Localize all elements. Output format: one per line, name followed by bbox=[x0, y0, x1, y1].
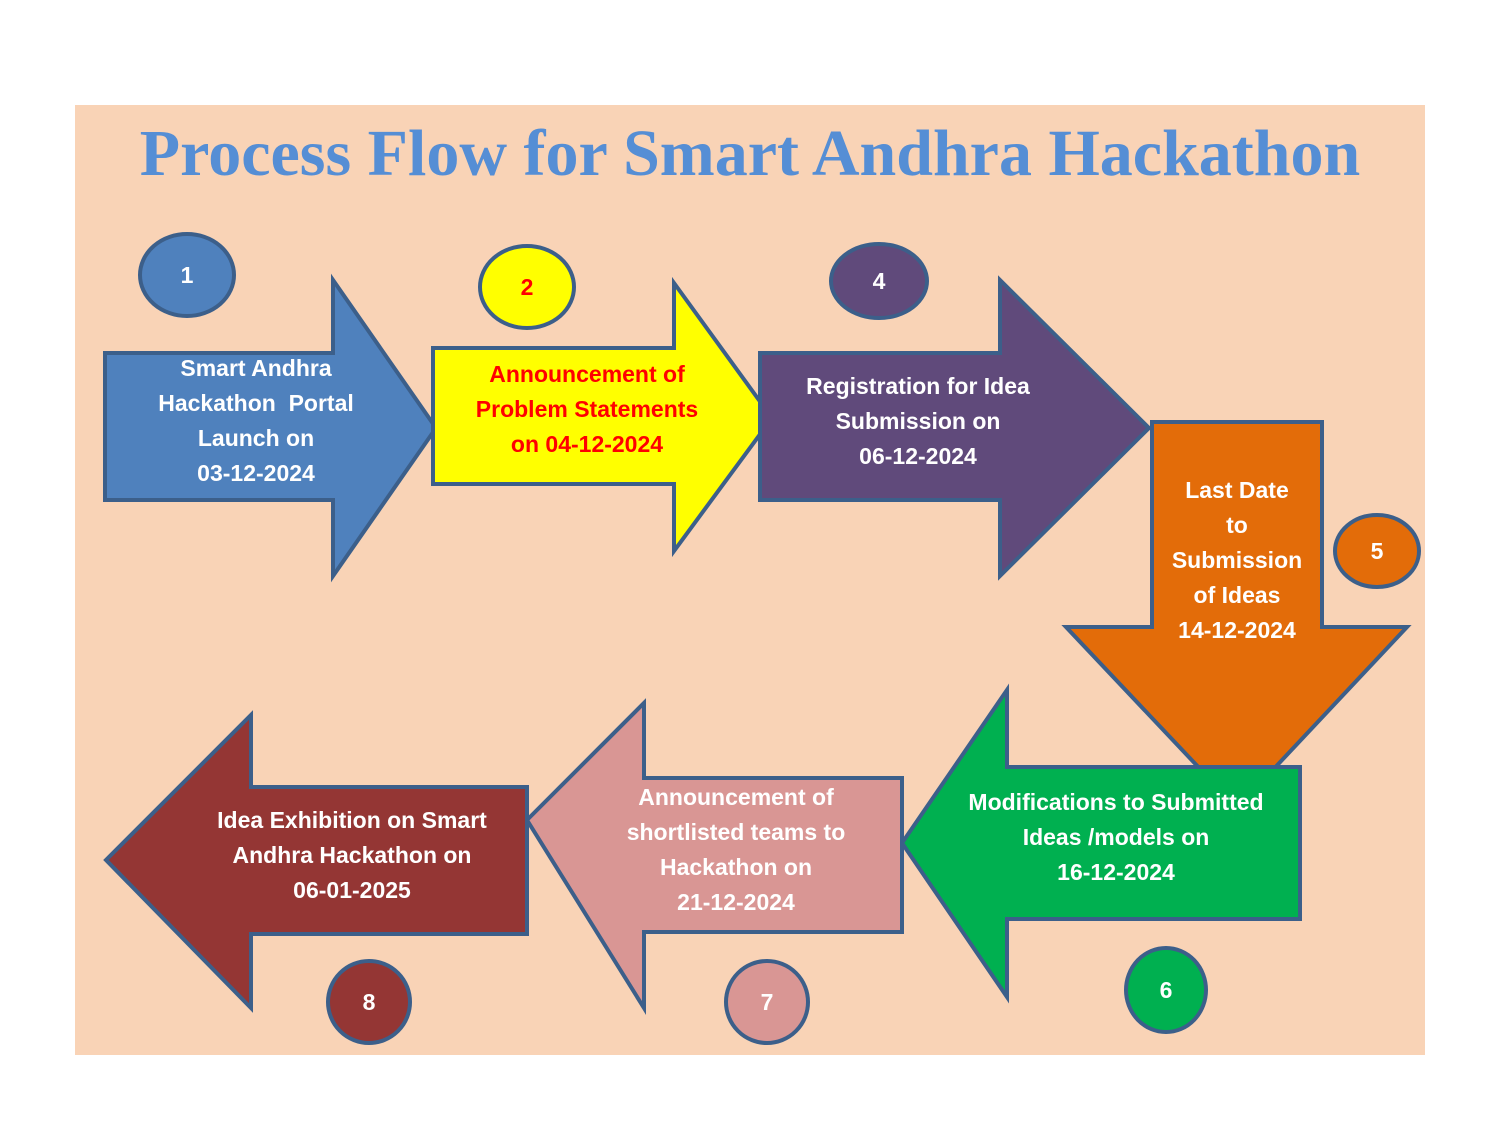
step-number-badge-5: 5 bbox=[1333, 513, 1421, 589]
step-label-line: Launch on bbox=[198, 425, 314, 451]
step-arrow-2: Announcement of Problem Statements on 04-1… bbox=[431, 276, 775, 558]
badge-circle bbox=[478, 244, 576, 330]
step-number-badge-2: 2 bbox=[478, 244, 576, 330]
badge-circle bbox=[829, 242, 929, 320]
step-number-badge-7: 7 bbox=[724, 959, 810, 1045]
badge-number: 4 bbox=[873, 268, 886, 294]
diagram-title: Process Flow for Smart Andhra Hackathon bbox=[140, 117, 1360, 190]
step-label-line: on 04-12-2024 bbox=[511, 431, 663, 457]
step-label-line: Hackathon on bbox=[660, 854, 812, 880]
step-arrow-7: Announcement of shortlisted teams to Hacka… bbox=[524, 698, 904, 1015]
left-arrow-shape bbox=[899, 683, 1302, 1004]
step-label-line: Andhra Hackathon on bbox=[233, 842, 472, 868]
step-label-line: Announcement of bbox=[489, 361, 685, 387]
step-label-line: Modifications to Submitted bbox=[968, 789, 1263, 815]
badge-circle bbox=[724, 959, 810, 1045]
badge-number: 6 bbox=[1160, 977, 1173, 1003]
step-label-line: Smart Andhra bbox=[180, 355, 331, 381]
badge-number: 5 bbox=[1371, 538, 1384, 564]
badge-circle bbox=[138, 232, 236, 318]
right-arrow-shape bbox=[758, 275, 1152, 581]
step-label-line: 06-12-2024 bbox=[859, 443, 977, 469]
step-label-line: Submission bbox=[1172, 547, 1302, 573]
badge-number: 2 bbox=[521, 274, 534, 300]
step-label: Announcement of Problem Statements on 04-1… bbox=[476, 361, 698, 457]
step-label-line: 21-12-2024 bbox=[677, 889, 795, 915]
right-arrow-shape bbox=[103, 273, 439, 583]
step-number-badge-1: 1 bbox=[138, 232, 236, 318]
badge-number: 8 bbox=[363, 989, 376, 1015]
step-label-line: of Ideas bbox=[1194, 582, 1281, 608]
badge-number: 1 bbox=[181, 262, 194, 288]
left-arrow-shape bbox=[524, 698, 904, 1015]
step-number-badge-4: 4 bbox=[829, 242, 929, 320]
step-label-line: shortlisted teams to bbox=[627, 819, 846, 845]
step-label-line: Hackathon Portal bbox=[158, 390, 354, 416]
step-label-line: 14-12-2024 bbox=[1178, 617, 1296, 643]
step-label-line: Ideas /models on bbox=[1023, 824, 1210, 850]
step-number-badge-8: 8 bbox=[326, 959, 412, 1045]
step-label-line: 06-01-2025 bbox=[293, 877, 411, 903]
step-label-line: Announcement of bbox=[638, 784, 834, 810]
down-arrow-shape bbox=[1061, 420, 1412, 811]
step-label-line: Problem Statements bbox=[476, 396, 698, 422]
right-arrow-shape bbox=[431, 276, 775, 558]
step-label-line: Submission on bbox=[836, 408, 1001, 434]
badge-layer: 1 2 4 5 6 7 8 bbox=[138, 232, 1421, 1045]
badge-circle bbox=[326, 959, 412, 1045]
step-number-badge-6: 6 bbox=[1124, 946, 1208, 1034]
step-label-line: to bbox=[1226, 512, 1248, 538]
step-label-line: Idea Exhibition on Smart bbox=[217, 807, 487, 833]
step-label-line: 16-12-2024 bbox=[1057, 859, 1175, 885]
left-arrow-shape bbox=[103, 710, 529, 1013]
step-label-line: Last Date bbox=[1185, 477, 1289, 503]
step-label-line: 03-12-2024 bbox=[197, 460, 315, 486]
step-label-line: Registration for Idea bbox=[806, 373, 1030, 399]
badge-circle bbox=[1333, 513, 1421, 589]
badge-circle bbox=[1124, 946, 1208, 1034]
badge-number: 7 bbox=[761, 989, 774, 1015]
step-label: Announcement of shortlisted teams to Hacka… bbox=[627, 784, 846, 915]
